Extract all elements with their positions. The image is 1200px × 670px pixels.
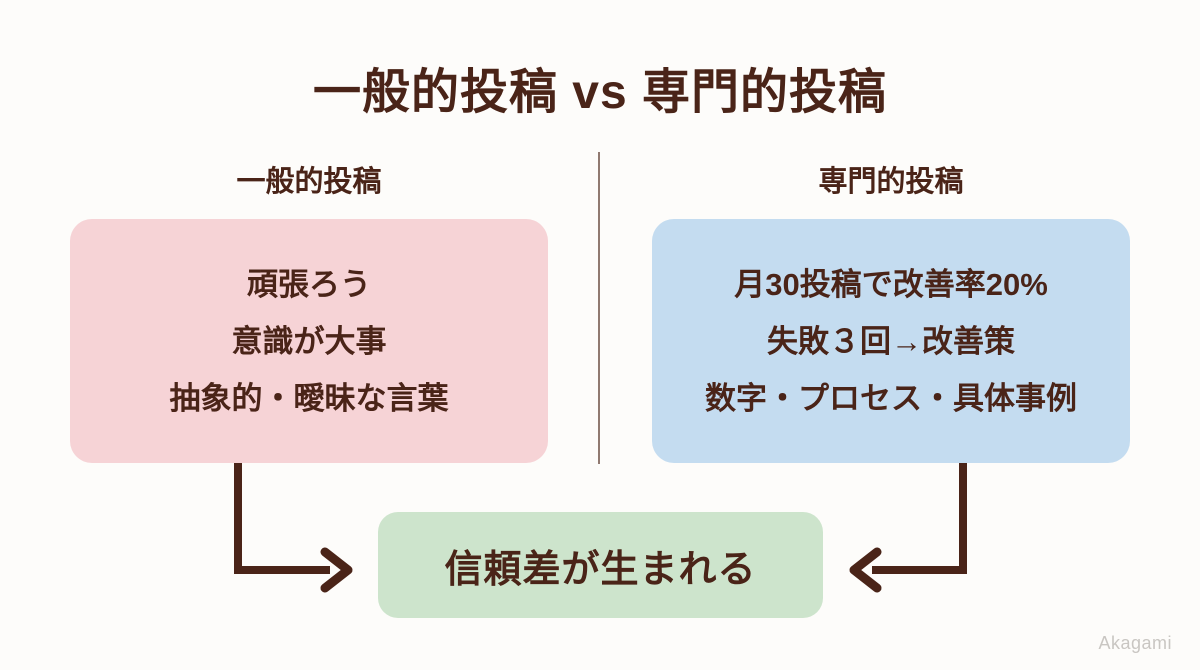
arrow-right-column-to-result: [849, 463, 967, 593]
card-specialist-posts: 月30投稿で改善率20% 失敗３回→改善策 数字・プロセス・具体事例: [652, 219, 1130, 463]
card-general-posts: 頑張ろう 意識が大事 抽象的・曖昧な言葉: [70, 219, 548, 463]
column-heading-left: 一般的投稿: [236, 166, 382, 198]
result-text: 信頼差が生まれる: [444, 548, 757, 591]
arrow-left-column-to-result: [234, 463, 353, 593]
page-title: 一般的投稿 vs 専門的投稿: [312, 66, 888, 119]
card-line: 失敗３回→改善策: [767, 323, 1015, 359]
card-line: 月30投稿で改善率20%: [734, 266, 1048, 302]
card-line: 頑張ろう: [247, 266, 371, 302]
vertical-divider: [598, 152, 600, 464]
card-line: 抽象的・曖昧な言葉: [169, 380, 449, 416]
card-line: 意識が大事: [231, 323, 387, 359]
result-box: 信頼差が生まれる: [378, 512, 823, 618]
watermark: Akagami: [1098, 633, 1172, 653]
card-line: 数字・プロセス・具体事例: [705, 380, 1077, 416]
column-heading-right: 専門的投稿: [818, 166, 964, 198]
